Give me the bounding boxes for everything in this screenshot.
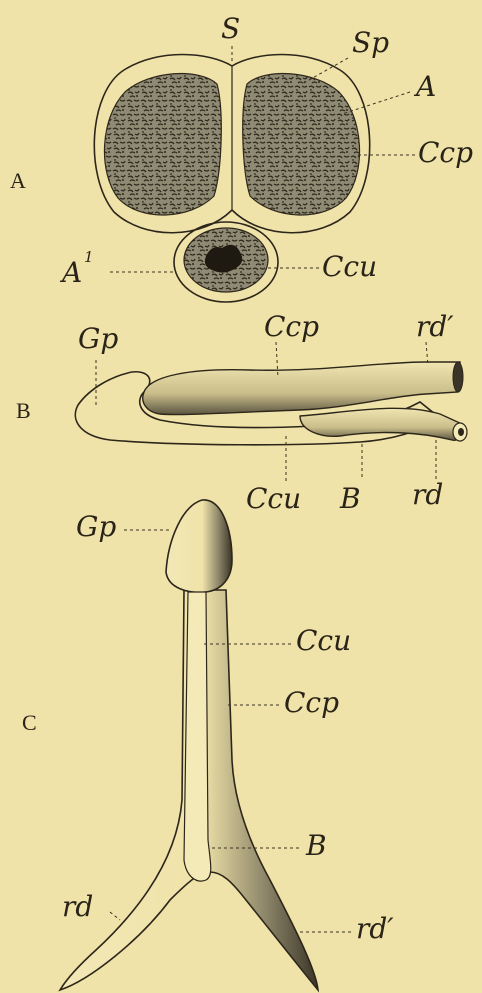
label-sp: Sp	[352, 26, 389, 59]
label-ccu-b: Ccu	[246, 482, 301, 515]
label-septum: S	[221, 12, 240, 45]
glans-c	[166, 500, 232, 592]
label-a1-sup: 1	[84, 248, 94, 266]
label-a1: A	[59, 256, 82, 289]
crus-upper-end	[453, 362, 463, 392]
label-ccp-c: Ccp	[284, 686, 339, 719]
label-rd-prime-c: rd′	[356, 912, 394, 945]
label-ccp-b: Ccp	[264, 310, 319, 343]
leader-rd-c	[110, 912, 120, 920]
label-ccu-c: Ccu	[296, 624, 351, 657]
label-ccp-a: Ccp	[418, 136, 473, 169]
label-rd-c: rd	[62, 890, 93, 923]
panel-label-c: C	[22, 710, 37, 735]
label-rd-prime-b: rd′	[416, 310, 454, 343]
label-rd-b: rd	[412, 478, 443, 511]
panel-label-a: A	[10, 168, 26, 193]
figure-b-lateral-view	[75, 342, 467, 484]
label-gp-b: Gp	[78, 322, 118, 355]
figure-c-ventral-view	[60, 500, 352, 990]
label-gp-c: Gp	[76, 510, 116, 543]
label-b-b: B	[339, 482, 361, 515]
panel-label-b: B	[16, 398, 31, 423]
lumen-dot	[458, 428, 464, 436]
urethra-bulb	[300, 408, 463, 440]
corpus-cavernosum-right	[243, 74, 360, 216]
label-ccu-a: Ccu	[322, 250, 377, 283]
corpus-cavernosum-left	[104, 74, 221, 216]
label-b-c: B	[305, 829, 327, 862]
leader-a	[342, 92, 410, 114]
urethral-groove	[184, 592, 211, 881]
label-a: A	[413, 70, 436, 103]
